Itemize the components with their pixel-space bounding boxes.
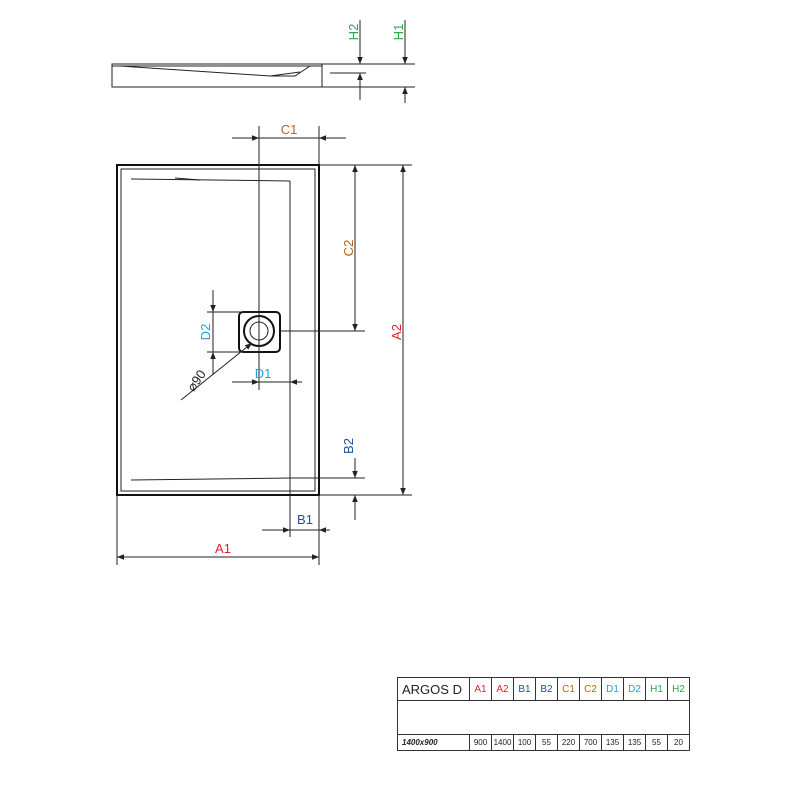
label-a2: A2 [389, 324, 404, 340]
label-diameter: ⌀90 [184, 367, 209, 394]
label-d1: D1 [255, 366, 272, 381]
side-view-drain-profile [269, 71, 301, 77]
header-a2: A2 [491, 677, 514, 701]
value-a2: 1400 [491, 734, 514, 751]
value-d2: 135 [623, 734, 646, 751]
value-h1: 55 [645, 734, 668, 751]
label-b1: B1 [297, 512, 313, 527]
header-h1: H1 [645, 677, 668, 701]
table-blank-row [397, 700, 690, 735]
header-c2: C2 [579, 677, 602, 701]
surface-shadow [174, 177, 201, 181]
label-c2: C2 [341, 240, 356, 257]
label-d2: D2 [198, 324, 213, 341]
blank-cell [397, 700, 690, 735]
header-c1: C1 [557, 677, 580, 701]
label-h1: H1 [391, 24, 406, 41]
label-b2: B2 [341, 438, 356, 454]
plan-view: C1 C2 A2 B2 B1 A1 [116, 122, 412, 565]
header-a1: A1 [469, 677, 492, 701]
surface-line-top [130, 178, 291, 182]
value-h2: 20 [667, 734, 690, 751]
value-b1: 100 [513, 734, 536, 751]
header-d2: D2 [623, 677, 646, 701]
surface-line-bottom [130, 477, 291, 481]
side-view: H2 H1 [111, 20, 415, 103]
label-c1: C1 [281, 122, 298, 137]
side-view-slope [119, 65, 311, 77]
value-c2: 700 [579, 734, 602, 751]
header-b1: B1 [513, 677, 536, 701]
dimensions-table: ARGOS D A1 A2 B1 B2 C1 C2 D1 D2 H1 H2 14… [397, 677, 690, 751]
size-cell: 1400x900 [397, 734, 470, 751]
label-a1: A1 [215, 541, 231, 556]
header-h2: H2 [667, 677, 690, 701]
diameter-leader [180, 342, 253, 401]
value-b2: 55 [535, 734, 558, 751]
header-b2: B2 [535, 677, 558, 701]
model-name: ARGOS D [397, 677, 470, 701]
value-c1: 220 [557, 734, 580, 751]
table-row: 1400x900 900 1400 100 55 220 700 135 135… [397, 734, 690, 751]
value-d1: 135 [601, 734, 624, 751]
header-d1: D1 [601, 677, 624, 701]
label-h2: H2 [346, 24, 361, 41]
tray-outline [116, 164, 320, 496]
value-a1: 900 [469, 734, 492, 751]
table-header-row: ARGOS D A1 A2 B1 B2 C1 C2 D1 D2 H1 H2 [397, 677, 690, 701]
tray-inner-edge [120, 168, 316, 492]
